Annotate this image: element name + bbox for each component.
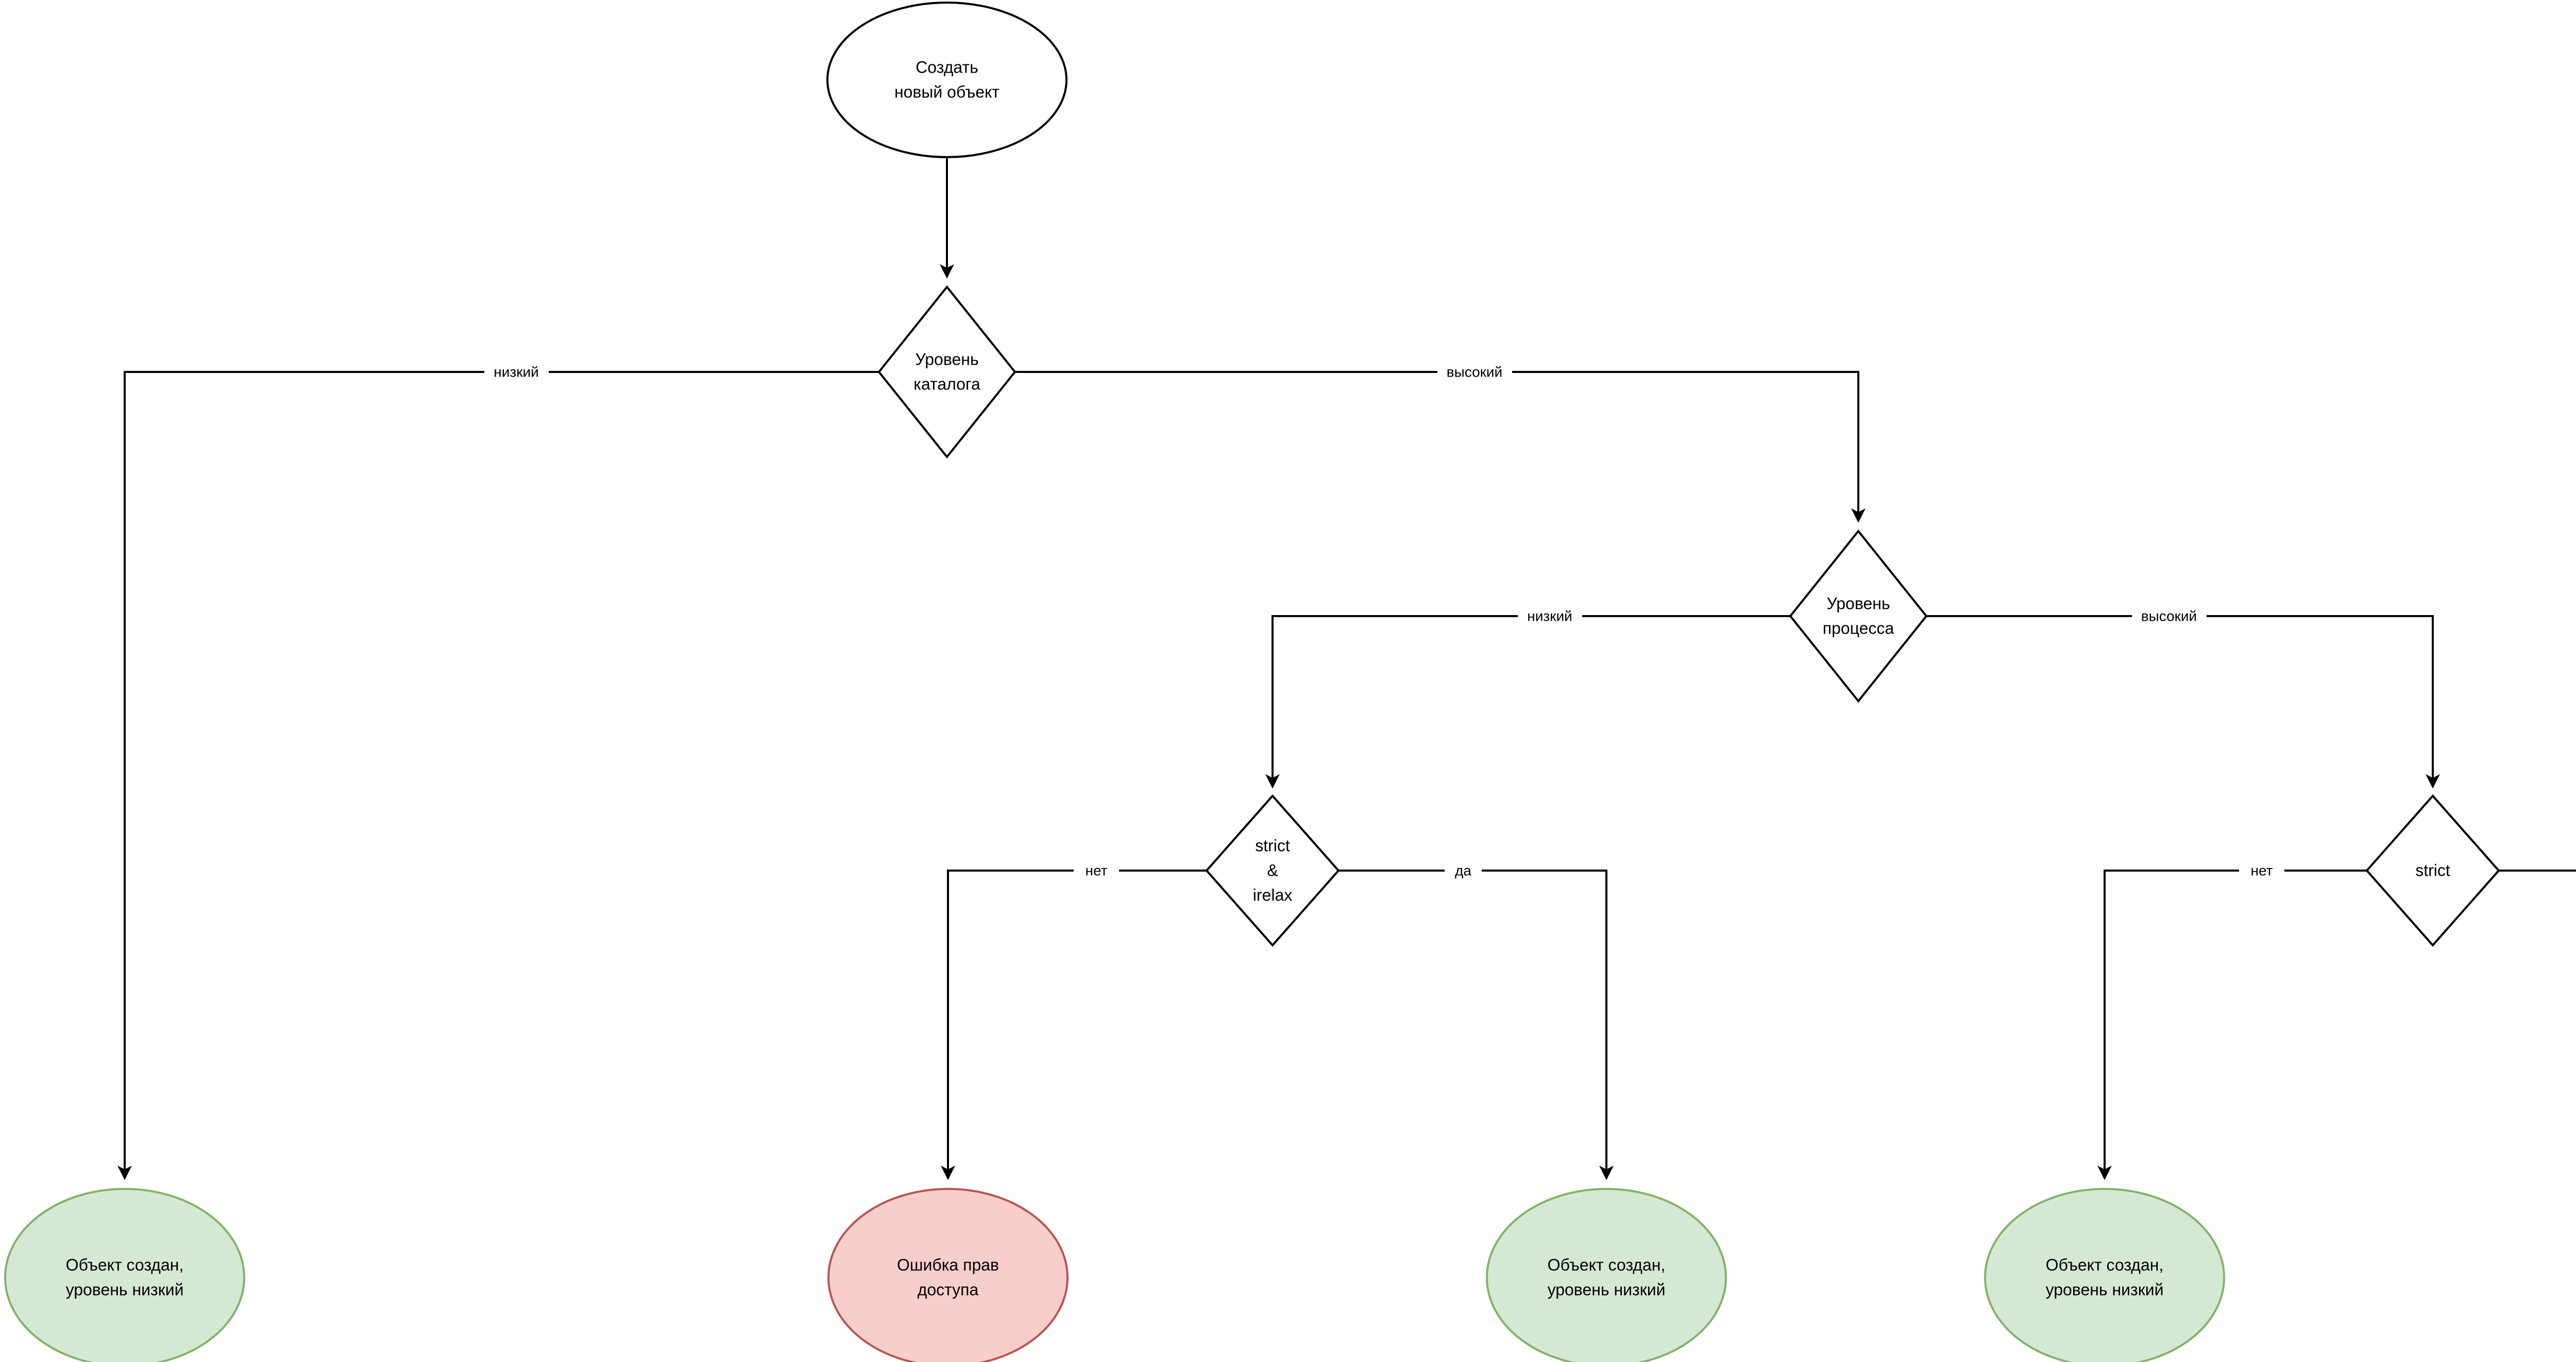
node-result-low-3[interactable]: Объект создан, уровень низкий bbox=[1984, 1188, 2225, 1362]
edge-label-irelax-yes: да bbox=[1445, 859, 1482, 882]
edge-irelax-no-to-result-error bbox=[941, 870, 1207, 1180]
node-result-low-2[interactable]: Объект создан, уровень низкий bbox=[1486, 1188, 1727, 1362]
node-result-low-1[interactable]: Объект создан, уровень низкий bbox=[4, 1188, 245, 1362]
edge-label-irelax-yes-text: да bbox=[1455, 862, 1471, 878]
node-strict-irelax-diamond[interactable] bbox=[1205, 794, 1340, 947]
node-catalog-level-diamond[interactable] bbox=[877, 285, 1016, 459]
edges-layer bbox=[117, 157, 2576, 1180]
node-result-low-1-label-line1: Объект создан, bbox=[66, 1255, 184, 1274]
node-process-level[interactable]: Уровень процесса bbox=[1789, 529, 1928, 703]
edge-label-process-low: низкий bbox=[1518, 605, 1582, 627]
node-process-level-label-line1: Уровень bbox=[1826, 594, 1890, 612]
node-strict-diamond[interactable] bbox=[2365, 794, 2500, 947]
node-strict-irelax[interactable]: strict & irelax bbox=[1205, 794, 1340, 947]
edge-process-high-to-strict bbox=[1926, 615, 2440, 789]
edge-irelax-yes-to-result-low-2 bbox=[1338, 870, 1614, 1180]
node-catalog-level[interactable]: Уровень каталога bbox=[877, 285, 1016, 459]
edge-strict-yes-to-result-high bbox=[2499, 870, 2576, 872]
node-strict-irelax-label-line3: irelax bbox=[1253, 886, 1292, 904]
node-result-low-1-ellipse[interactable] bbox=[4, 1188, 245, 1362]
node-catalog-level-label-line1: Уровень bbox=[915, 350, 978, 368]
node-result-low-2-label-line2: уровень низкий bbox=[1548, 1280, 1666, 1299]
node-result-error-ellipse[interactable] bbox=[827, 1188, 1069, 1362]
edge-label-process-high: высокий bbox=[2132, 605, 2207, 627]
edge-catalog-low-to-result-low-1 bbox=[117, 371, 879, 1180]
edge-strict-no-to-result-low-3 bbox=[2097, 870, 2367, 1180]
node-result-low-3-label-line2: уровень низкий bbox=[2046, 1280, 2164, 1299]
edge-label-process-low-text: низкий bbox=[1527, 608, 1572, 624]
node-result-error-label-line2: доступа bbox=[918, 1280, 979, 1299]
node-result-low-3-ellipse[interactable] bbox=[1984, 1188, 2225, 1362]
node-start-label-line2: новый объект bbox=[894, 82, 999, 101]
node-start[interactable]: Создать новый объект bbox=[826, 2, 1067, 158]
node-result-low-3-label-line1: Объект создан, bbox=[2046, 1255, 2164, 1274]
edge-label-strict-no: нет bbox=[2239, 859, 2284, 882]
edge-label-catalog-high: высокий bbox=[1437, 361, 1512, 383]
node-strict[interactable]: strict bbox=[2365, 794, 2500, 947]
node-process-level-label-line2: процесса bbox=[1823, 619, 1894, 637]
node-strict-irelax-label-line2: & bbox=[1267, 861, 1278, 879]
node-catalog-level-label-line2: каталога bbox=[913, 374, 980, 393]
edge-labels-layer: низкий высокий низкий высокий нет да bbox=[484, 361, 2284, 882]
edge-label-catalog-low-text: низкий bbox=[494, 364, 538, 380]
node-strict-irelax-label-line1: strict bbox=[1255, 836, 1290, 855]
node-strict-label-line1: strict bbox=[2415, 861, 2450, 879]
node-start-label-line1: Создать bbox=[916, 58, 978, 76]
edge-label-irelax-no: нет bbox=[1074, 859, 1119, 882]
edge-label-strict-no-text: нет bbox=[2251, 862, 2273, 878]
node-result-low-1-label-line2: уровень низкий bbox=[66, 1280, 184, 1299]
node-process-level-diamond[interactable] bbox=[1789, 529, 1928, 703]
node-result-error-label-line1: Ошибка прав bbox=[897, 1255, 999, 1274]
node-result-error[interactable]: Ошибка прав доступа bbox=[827, 1188, 1069, 1362]
edge-label-irelax-no-text: нет bbox=[1086, 862, 1108, 878]
node-result-low-2-label-line1: Объект создан, bbox=[1548, 1255, 1666, 1274]
edge-process-low-to-strict-irelax bbox=[1265, 615, 1790, 789]
edge-label-catalog-high-text: высокий bbox=[1447, 364, 1502, 380]
edge-label-catalog-low: низкий bbox=[484, 361, 549, 383]
node-start-ellipse[interactable] bbox=[826, 2, 1067, 158]
edge-label-process-high-text: высокий bbox=[2141, 608, 2197, 624]
node-result-low-2-ellipse[interactable] bbox=[1486, 1188, 1727, 1362]
edge-catalog-high-to-process-level bbox=[1015, 371, 1866, 523]
nodes-layer: Создать новый объект Уровень каталога Ур… bbox=[4, 2, 2500, 1362]
